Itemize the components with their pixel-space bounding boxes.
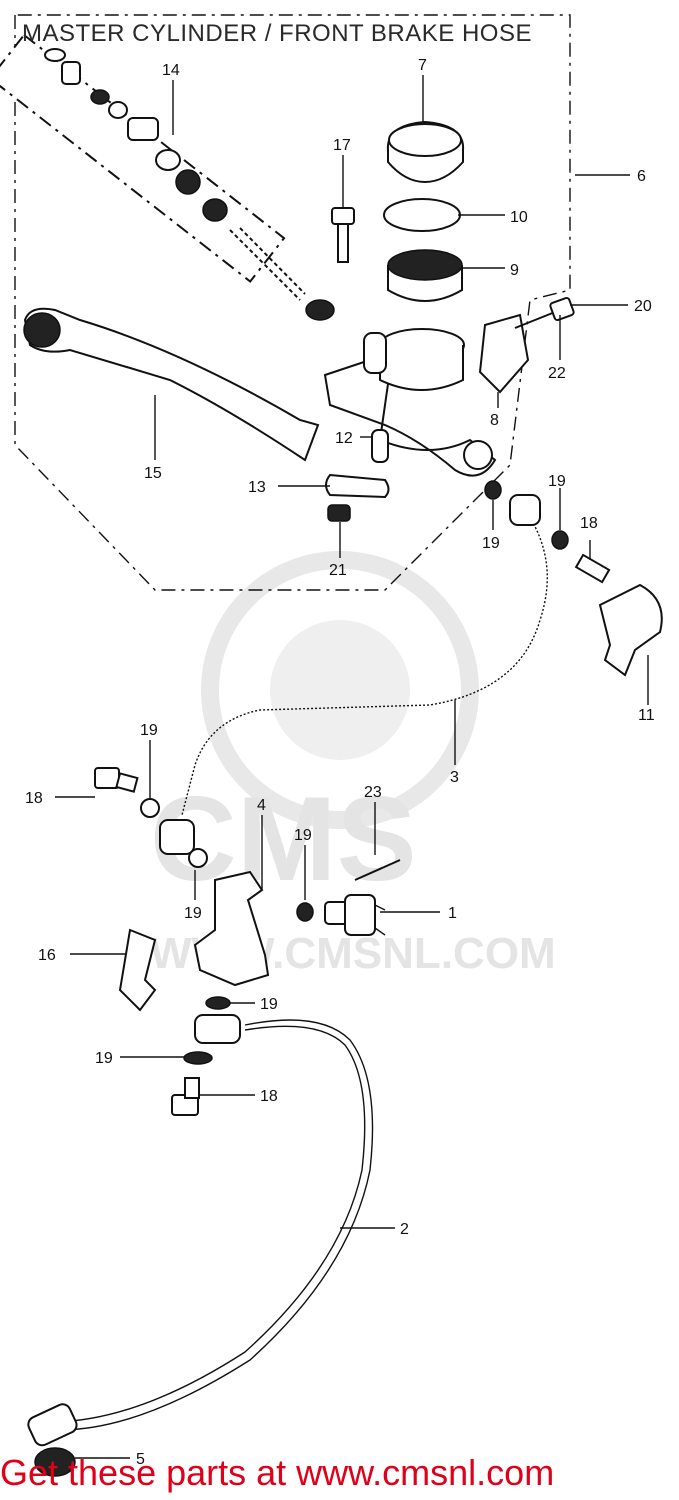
- callout-15: 15: [144, 465, 162, 482]
- reservoir-cap: [386, 120, 465, 184]
- callout-19-b: 19: [548, 473, 566, 490]
- diaphragm-plate: [383, 198, 461, 232]
- callout-19-c: 19: [140, 722, 158, 739]
- upper-brake-hose: [159, 494, 548, 855]
- callout-19-a: 19: [482, 535, 500, 552]
- banjo-bolt-lower: [171, 1077, 200, 1116]
- lower-brake-hose: [27, 1014, 374, 1447]
- callout-12: 12: [335, 430, 353, 447]
- washer: [183, 1051, 213, 1065]
- washer: [551, 530, 569, 550]
- page-title: MASTER CYLINDER / FRONT BRAKE HOSE: [22, 20, 532, 47]
- callout-18-b: 18: [25, 790, 43, 807]
- master-cylinder-body: [323, 328, 497, 477]
- callout-2: 2: [400, 1221, 409, 1238]
- callout-13: 13: [248, 479, 266, 496]
- callout-4: 4: [257, 797, 266, 814]
- callout-10: 10: [510, 209, 528, 226]
- brake-lever: [23, 307, 320, 462]
- callout-18-a: 18: [580, 515, 598, 532]
- assembly-outline: [14, 14, 571, 591]
- leader-lines: [55, 75, 649, 1459]
- washer: [484, 480, 502, 500]
- lever-plate: [325, 473, 390, 499]
- washer: [205, 996, 231, 1010]
- callout-8: 8: [490, 412, 499, 429]
- hose-bracket: [118, 928, 157, 1012]
- hose-joint: [193, 870, 270, 987]
- callout-17: 17: [333, 137, 351, 154]
- callout-16: 16: [38, 947, 56, 964]
- banjo-bolt-upper: [574, 553, 611, 584]
- banjo-bolt-left: [94, 767, 139, 793]
- washer: [188, 848, 208, 868]
- diaphragm: [387, 249, 463, 302]
- callout-1: 1: [448, 905, 457, 922]
- callout-23: 23: [364, 784, 382, 801]
- hose-end-grommet: [34, 1447, 76, 1477]
- callout-18-c: 18: [260, 1088, 278, 1105]
- lever-nut: [327, 504, 351, 522]
- callout-7: 7: [418, 57, 427, 74]
- callout-21: 21: [329, 562, 347, 579]
- callout-14: 14: [162, 62, 180, 79]
- washer: [140, 798, 160, 818]
- callout-5: 5: [136, 1451, 145, 1468]
- callout-9: 9: [510, 262, 519, 279]
- brake-light-switch: [324, 894, 386, 936]
- callout-22: 22: [548, 365, 566, 382]
- watermark: CMS WWW.CMSNL.COM: [150, 551, 556, 978]
- callout-19-g: 19: [95, 1050, 113, 1067]
- callout-11: 11: [638, 707, 655, 724]
- callout-19-f: 19: [260, 996, 278, 1013]
- lever-knob: [23, 312, 61, 348]
- callout-20: 20: [634, 298, 652, 315]
- hose-cover: [598, 583, 663, 677]
- callout-19-e: 19: [184, 905, 202, 922]
- lever-pin: [371, 429, 389, 463]
- clamp-bolt: [514, 296, 575, 329]
- piston-kit: [0, 33, 335, 321]
- callout-labels: 14 7 17 6 10 9 20 22 8 12 15 13 19 19 18…: [25, 57, 655, 1468]
- joint-bolt: [354, 859, 401, 881]
- callout-6: 6: [637, 168, 646, 185]
- footer-link[interactable]: Get these parts at www.cmsnl.com: [0, 1452, 555, 1493]
- pivot-bolt: [331, 207, 355, 263]
- clamp-holder: [478, 313, 530, 394]
- washer: [296, 902, 314, 922]
- callout-3: 3: [450, 769, 459, 786]
- callout-19-d: 19: [294, 827, 312, 844]
